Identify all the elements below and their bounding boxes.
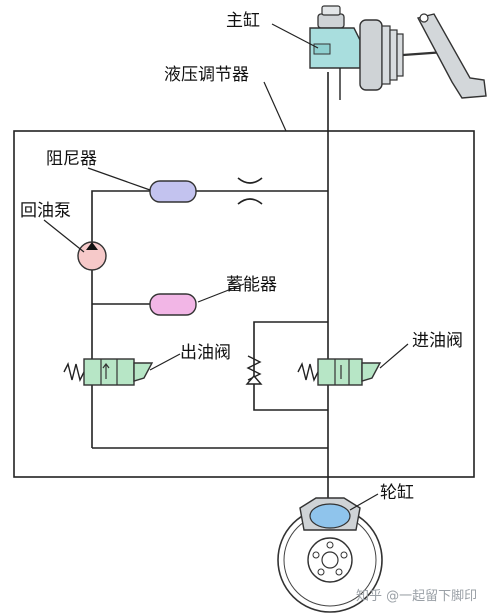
orifice-restriction-icon	[237, 177, 263, 205]
bypass-loop-line	[253, 321, 328, 411]
label-outlet-valve: 出油阀	[180, 343, 231, 363]
pump-direction-arrow-icon	[86, 242, 98, 250]
master-cylinder-reservoir	[317, 13, 345, 29]
label-return-pump: 回油泵	[20, 201, 71, 221]
brake-booster	[359, 19, 383, 91]
label-damper: 阻尼器	[46, 149, 97, 169]
return-line-top	[91, 190, 328, 243]
disc-brake-assembly	[277, 497, 383, 613]
inlet-valve	[297, 358, 382, 386]
master-cylinder-assembly	[309, 5, 487, 100]
label-accumulator: 蓄能器	[226, 275, 277, 295]
outlet-valve	[63, 358, 154, 386]
damper-capsule	[149, 180, 197, 203]
inlet-valve-spring-icon	[297, 361, 319, 383]
label-hydraulic-modulator: 液压调节器	[164, 65, 249, 85]
label-wheel-cylinder: 轮缸	[380, 482, 414, 503]
leader-lines	[43, 23, 409, 511]
outlet-valve-spring-icon	[63, 361, 85, 383]
label-master-cylinder: 主缸	[226, 10, 260, 31]
label-inlet-valve: 进油阀	[412, 331, 463, 351]
master-cylinder-cap	[321, 5, 341, 16]
watermark-text: 知乎 @一起留下脚印	[356, 588, 477, 604]
wheel-cylinder-piston	[309, 503, 351, 529]
check-valve-icon	[245, 355, 263, 385]
modulator-housing-frame	[13, 130, 475, 478]
accumulator-capsule	[149, 293, 197, 316]
brake-pedal-arm	[416, 13, 487, 99]
